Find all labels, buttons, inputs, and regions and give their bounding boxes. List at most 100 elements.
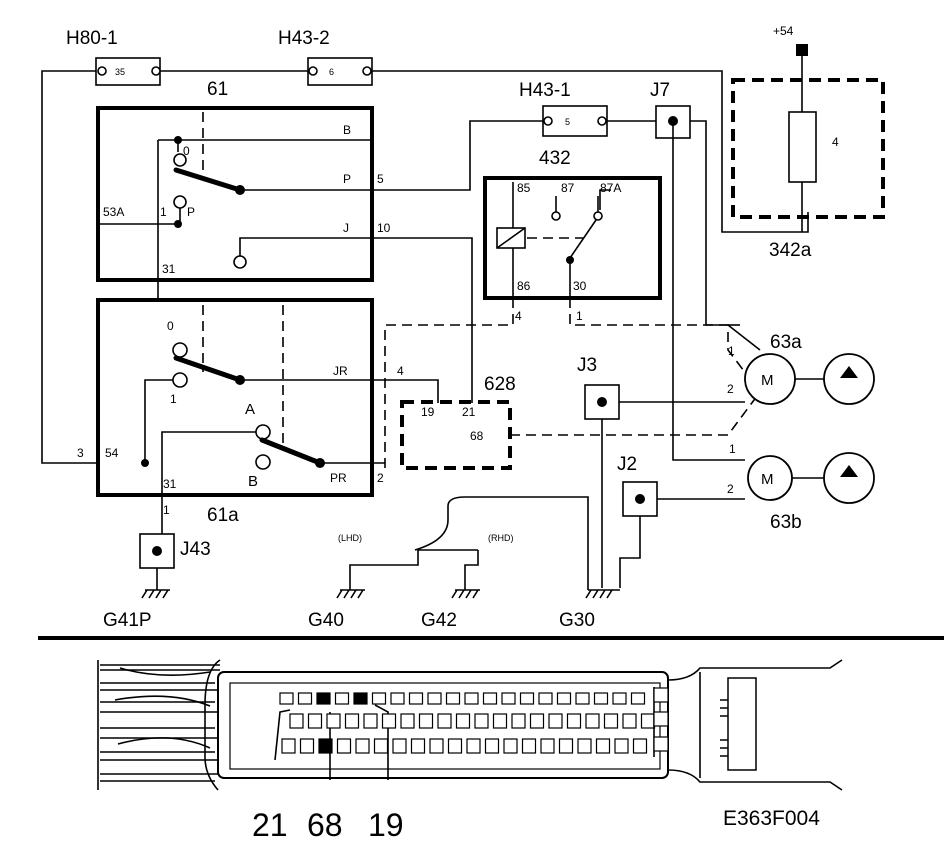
connector-pin bbox=[427, 692, 442, 705]
motor-63b-pin2: 2 bbox=[727, 482, 734, 496]
switch-61-J: J bbox=[343, 221, 349, 235]
switch-61a-pin4: 4 bbox=[397, 364, 404, 378]
switch-61a-pin2: 2 bbox=[377, 471, 384, 485]
connector-pin bbox=[585, 713, 600, 729]
ground-g40: G40 bbox=[308, 589, 365, 631]
switch-61a-pos1: 1 bbox=[170, 392, 177, 406]
relay-pin85: 85 bbox=[517, 181, 531, 195]
switch-61a: 61a 0 JR 4 1 A B PR 2 3 54 31 bbox=[77, 298, 439, 526]
connector-pin bbox=[548, 713, 563, 729]
motor-63a-pin1: 1 bbox=[728, 344, 735, 358]
module-pin19: 19 bbox=[421, 405, 435, 419]
ground-g41p: G41P bbox=[103, 589, 170, 631]
resistor-value: 4 bbox=[832, 135, 839, 149]
connector-pin bbox=[363, 713, 378, 729]
j43-label: J43 bbox=[180, 539, 211, 560]
module-pin21: 21 bbox=[462, 405, 476, 419]
module-628: 628 19 21 68 bbox=[400, 374, 516, 470]
fuse-h43-2-pin: 6 bbox=[329, 67, 334, 77]
connector-pin bbox=[437, 713, 452, 729]
callout-68: 68 bbox=[307, 807, 343, 843]
junction-j2: J2 bbox=[617, 454, 658, 517]
switch-61a-31: 31 bbox=[163, 477, 177, 491]
motor-63b-pin1: 1 bbox=[729, 442, 736, 456]
ground-g41p-label: G41P bbox=[103, 610, 152, 631]
connector-pin bbox=[353, 692, 368, 705]
resistor-342a: 4 342a bbox=[731, 78, 885, 261]
switch-61-P: P bbox=[343, 172, 351, 186]
connector-pin bbox=[334, 692, 350, 705]
switch-61-B: B bbox=[343, 123, 351, 137]
supply-54: +54 bbox=[773, 24, 808, 112]
connector-pin bbox=[297, 692, 313, 705]
connector-pin bbox=[326, 713, 341, 729]
fuse-h43-2: H43-2 6 bbox=[278, 28, 373, 86]
resistor-label: 342a bbox=[769, 240, 812, 261]
relay-pin86: 86 bbox=[517, 279, 531, 293]
relay-pin87A: 87A bbox=[600, 181, 621, 195]
rhd-label: (RHD) bbox=[488, 533, 514, 543]
callout-21: 21 bbox=[252, 807, 288, 843]
relay-432-label: 432 bbox=[539, 148, 571, 169]
connector-pin bbox=[474, 713, 489, 729]
switch-61a-label: 61a bbox=[207, 505, 239, 526]
connector-pin bbox=[503, 738, 518, 754]
connector-pin bbox=[521, 738, 537, 754]
junction-j3: J3 bbox=[577, 355, 620, 420]
connector-pin bbox=[429, 738, 444, 754]
switch-61-pin5: 5 bbox=[377, 172, 384, 186]
switch-61a-PR: PR bbox=[330, 471, 347, 485]
connector-pin bbox=[381, 713, 397, 729]
connector-pin bbox=[519, 692, 535, 705]
fuse-h80-1-pin: 35 bbox=[115, 67, 125, 77]
connector-pin bbox=[410, 738, 426, 754]
connector-pin bbox=[622, 713, 637, 729]
connector-pin bbox=[577, 738, 592, 754]
j43-wire1: 1 bbox=[163, 503, 170, 517]
connector-pin bbox=[466, 738, 481, 754]
connector-pin bbox=[400, 713, 415, 729]
connector-pin bbox=[556, 692, 572, 705]
connector-pin bbox=[418, 713, 434, 729]
switch-61a-posB: B bbox=[248, 473, 258, 490]
connector-pin bbox=[511, 713, 526, 729]
motor-63b-label: 63b bbox=[770, 512, 802, 533]
connector-pin bbox=[408, 692, 424, 705]
connector-illustration bbox=[97, 659, 843, 791]
connector-pin bbox=[566, 713, 582, 729]
connector-pin bbox=[299, 738, 315, 754]
ground-g42-label: G42 bbox=[421, 610, 457, 631]
ground-g40-label: G40 bbox=[308, 610, 344, 631]
connector-pin bbox=[445, 692, 461, 705]
relay-wire1: 1 bbox=[576, 309, 583, 323]
relay-wire4: 4 bbox=[515, 309, 522, 323]
switch-61-pos0: 0 bbox=[183, 144, 190, 158]
j3-label: J3 bbox=[577, 355, 597, 376]
fuse-h80-1-label: H80-1 bbox=[66, 28, 118, 49]
connector-pin bbox=[464, 692, 479, 705]
connector-pin bbox=[484, 738, 500, 754]
motor-63a-pin2: 2 bbox=[727, 382, 734, 396]
market-variant: (LHD) (RHD) bbox=[338, 496, 589, 590]
connector-pin bbox=[281, 738, 296, 754]
j7-label: J7 bbox=[650, 80, 670, 101]
fuse-h80-1: H80-1 35 bbox=[66, 28, 161, 86]
connector-pin bbox=[575, 692, 590, 705]
connector-pin bbox=[558, 738, 574, 754]
connector-pin bbox=[371, 692, 387, 705]
connector-pin bbox=[632, 738, 648, 754]
connector-callouts: 21 68 19 bbox=[252, 807, 404, 843]
connector-pin bbox=[455, 713, 471, 729]
switch-61-53A: 53A bbox=[103, 205, 124, 219]
connector-pin bbox=[630, 692, 646, 705]
figure-reference: E363F004 bbox=[723, 807, 820, 830]
switch-61-pin10: 10 bbox=[377, 221, 391, 235]
lhd-label: (LHD) bbox=[338, 533, 362, 543]
relay-pin30: 30 bbox=[573, 279, 587, 293]
j2-label: J2 bbox=[617, 454, 637, 475]
connector-pin bbox=[501, 692, 516, 705]
switch-61-31: 31 bbox=[162, 262, 176, 276]
connector-pin bbox=[482, 692, 498, 705]
relay-432: 432 85 87 87A 86 30 bbox=[483, 148, 662, 300]
